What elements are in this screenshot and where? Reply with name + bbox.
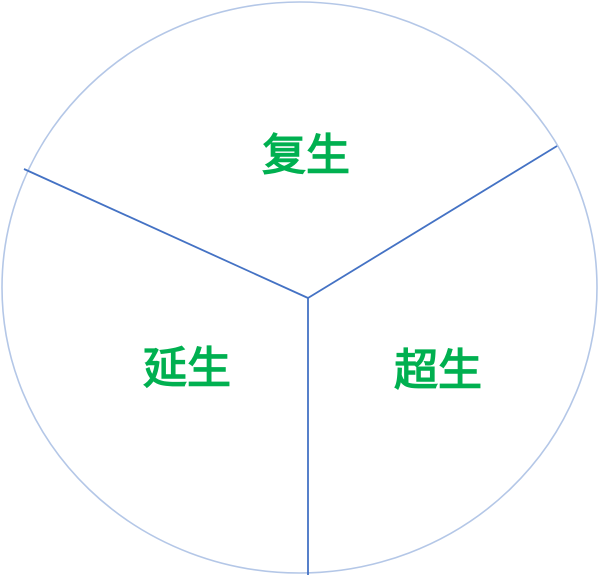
divider-line-upper-right bbox=[307, 145, 558, 299]
sector-label-top: 复生 bbox=[262, 130, 350, 181]
sector-label-left: 延生 bbox=[143, 343, 231, 394]
sector-label-right: 超生 bbox=[394, 345, 482, 396]
divider-line-upper-left bbox=[23, 168, 309, 299]
